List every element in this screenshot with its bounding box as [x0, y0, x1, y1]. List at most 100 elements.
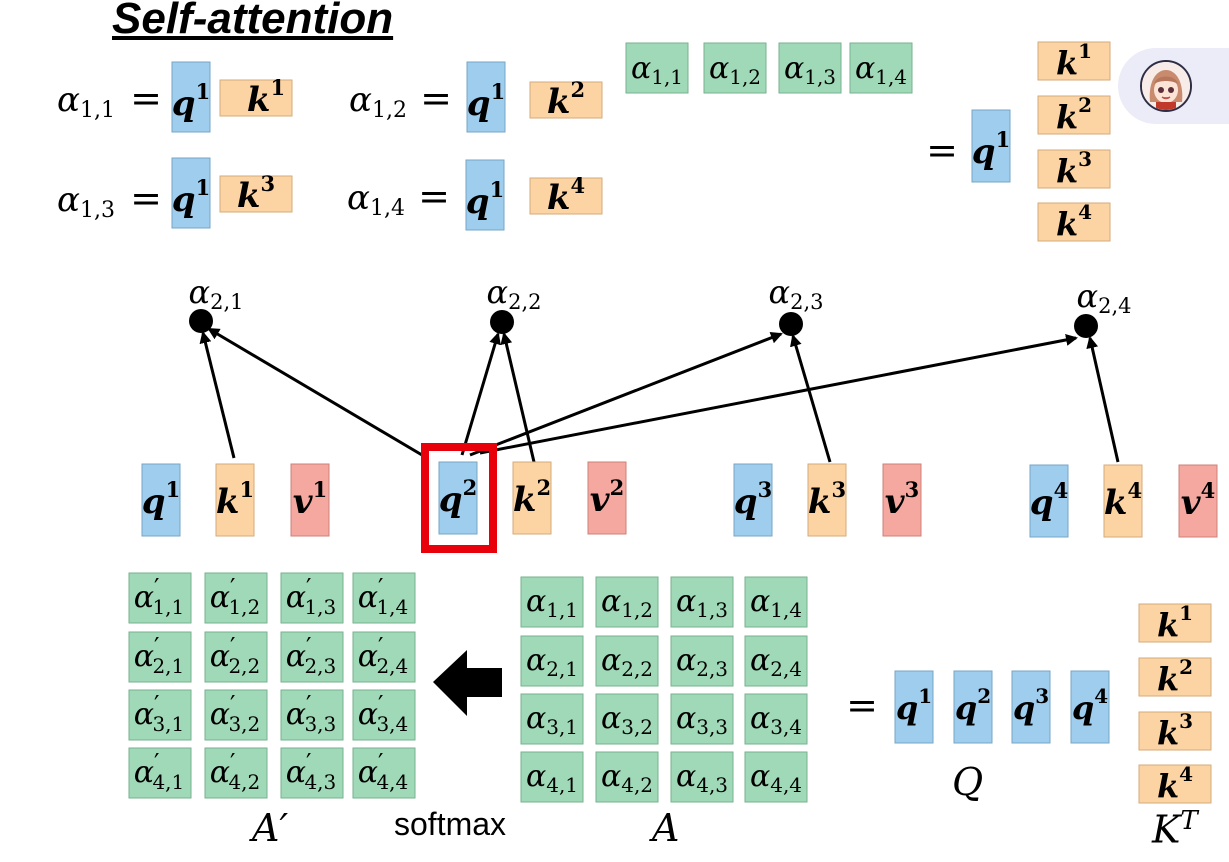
query-box [733, 463, 773, 537]
key-token: k2 [1056, 93, 1092, 136]
softmax-cell [352, 747, 416, 799]
value-box [1178, 464, 1218, 538]
key-box [215, 463, 255, 537]
softmax-alpha-2,2: α′2,2 [210, 633, 261, 678]
softmax-alpha-4,1: α′4,1 [134, 749, 185, 794]
score-cell [670, 751, 734, 803]
key-token: k1 [1157, 601, 1193, 644]
matrix-alpha-1,4: α1,4 [750, 584, 802, 623]
query-box [141, 463, 181, 537]
softmax-alpha-3,4: α′3,4 [358, 691, 409, 736]
key-box [807, 463, 847, 537]
value-box [587, 461, 627, 535]
score-cell [744, 576, 808, 628]
key-box [1103, 464, 1143, 538]
score-cell [744, 693, 808, 745]
matrix-alpha-3,3: α3,3 [676, 701, 728, 740]
equals-sign: = [130, 176, 162, 220]
matrix-alpha-3,4: α3,4 [750, 701, 802, 740]
score-cell [520, 635, 584, 687]
equals-sign: = [418, 174, 450, 218]
score-cell [520, 693, 584, 745]
query-token: q1 [972, 127, 1010, 173]
value-token: v1 [293, 477, 327, 523]
query-box [466, 61, 506, 133]
key-box [529, 81, 603, 119]
key-box [1138, 657, 1212, 697]
key-token: k1 [216, 477, 254, 523]
softmax-alpha-1,3: α′1,3 [286, 574, 337, 619]
key-token: k4 [547, 173, 585, 219]
score-cell [595, 751, 659, 803]
key-token: k4 [1157, 762, 1193, 805]
softmax-cell [204, 747, 268, 799]
softmax-cell [128, 631, 192, 683]
key-box [219, 79, 293, 117]
q-matrix-label: Q [952, 760, 984, 804]
query-token: q1 [896, 684, 932, 727]
score-cell [520, 576, 584, 628]
query-token: q4 [1072, 684, 1108, 727]
softmax-cell [280, 572, 344, 624]
equals-sign: = [926, 128, 958, 172]
highlight-box [421, 443, 497, 553]
softmax-alpha-4,3: α′4,3 [286, 749, 337, 794]
softmax-alpha-1,4: α′1,4 [358, 574, 409, 619]
score-cell [744, 751, 808, 803]
softmax-label: softmax [394, 806, 507, 842]
attention-node [779, 312, 803, 336]
query-box [1029, 464, 1069, 538]
value-token: v2 [590, 475, 624, 521]
a-prime-label: A′ [252, 806, 289, 850]
score-alpha-1,4: α1,4 [347, 178, 405, 221]
target-score-2,3: α2,3 [768, 273, 823, 314]
softmax-cell [280, 747, 344, 799]
key-box [1037, 202, 1111, 242]
softmax-cell [128, 689, 192, 741]
query-box [171, 157, 211, 229]
key-token: k3 [808, 477, 846, 523]
score-alpha-1,2: α1,2 [349, 80, 407, 123]
key-box [529, 177, 603, 215]
value-token: v4 [1181, 478, 1215, 524]
softmax-alpha-4,4: α′4,4 [358, 749, 409, 794]
softmax-alpha-3,3: α′3,3 [286, 691, 337, 736]
query-token: q1 [172, 79, 210, 125]
key-box [1138, 711, 1212, 751]
matrix-alpha-2,2: α2,2 [601, 643, 653, 682]
attention-arrow [199, 331, 236, 459]
value-box [290, 463, 330, 537]
query-box [894, 670, 934, 744]
softmax-cell [352, 631, 416, 683]
softmax-alpha-2,3: α′2,3 [286, 633, 337, 678]
query-box [438, 461, 478, 535]
slide-title: Self-attention [112, 0, 394, 43]
matrix-alpha-4,4: α4,4 [750, 759, 802, 798]
query-token: q1 [467, 79, 505, 125]
score-cell [595, 576, 659, 628]
score-cell [703, 42, 767, 94]
matrix-alpha-2,4: α2,4 [750, 643, 802, 682]
query-box [953, 670, 993, 744]
matrix-alpha-3,1: α3,1 [526, 701, 578, 740]
query-box [465, 159, 505, 231]
score-cell [670, 635, 734, 687]
query-box [1070, 670, 1110, 744]
score-cell [778, 42, 842, 94]
key-token: k3 [1056, 147, 1092, 190]
key-box [1138, 603, 1212, 643]
attention-node [1074, 314, 1098, 338]
softmax-alpha-1,1: α′1,1 [134, 574, 185, 619]
left-arrow-icon [433, 650, 502, 716]
score-alpha-1,2: α1,2 [709, 51, 761, 90]
matrix-alpha-1,3: α1,3 [676, 584, 728, 623]
softmax-cell [352, 689, 416, 741]
score-alpha-1,1: α1,1 [57, 80, 115, 123]
softmax-cell [128, 572, 192, 624]
equals-sign: = [420, 76, 452, 120]
target-score-2,1: α2,1 [188, 273, 243, 314]
kt-label: KT [1152, 806, 1198, 852]
query-token: q1 [466, 177, 504, 223]
